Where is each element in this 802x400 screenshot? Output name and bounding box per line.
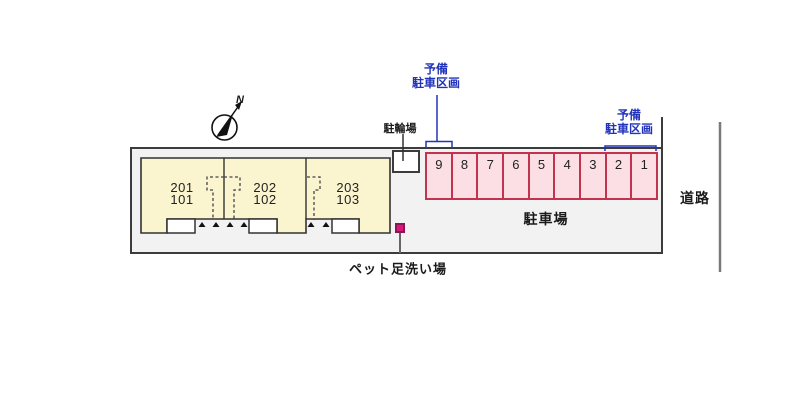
pet-foot-wash-label: ペット足洗い場: [348, 261, 448, 277]
parking-stall-2: 2: [604, 154, 631, 198]
room-label-202-102: 202 102: [253, 180, 277, 207]
parking-stall-5: 5: [527, 154, 554, 198]
spare-parking-label-left: 予備 駐車区画: [412, 62, 460, 90]
compass-icon: [211, 101, 242, 141]
bicycle-parking-label: 駐輪場: [383, 123, 417, 135]
room-lower-number: 103: [336, 192, 360, 207]
stall-number: 6: [512, 157, 520, 172]
spare-label-line2: 駐車区画: [411, 76, 461, 90]
stall-number: 4: [563, 157, 571, 172]
spare-label-line1: 予備: [616, 108, 642, 122]
stall-number: 7: [486, 157, 494, 172]
stall-number: 8: [460, 157, 469, 172]
room-upper-number: 203: [336, 180, 360, 195]
parking-stall-row: 9 8 7 6 5 4 3 2 1: [425, 152, 658, 200]
stall-number: 5: [537, 157, 546, 172]
spare-label-line1: 予備: [423, 62, 449, 76]
parking-stall-4: 4: [553, 154, 579, 198]
pet-foot-wash-marker: [395, 223, 405, 233]
room-label-201-101: 201 101: [170, 180, 194, 207]
parking-stall-6: 6: [502, 154, 528, 198]
room-lower-number: 102: [253, 192, 277, 207]
parking-lot-label: 駐車場: [523, 211, 569, 227]
stall-number: 2: [614, 157, 623, 172]
spare-parking-label-right: 予備 駐車区画: [605, 108, 653, 136]
parking-stall-8: 8: [450, 154, 477, 198]
north-label: N: [236, 94, 244, 106]
spare-label-line2: 駐車区画: [604, 122, 654, 136]
parking-stall-1: 1: [630, 154, 656, 198]
road-label: 道路: [680, 190, 710, 206]
room-label-203-103: 203 103: [336, 180, 360, 207]
bicycle-parking-box: [392, 150, 420, 173]
stall-number: 9: [435, 157, 443, 172]
stall-number: 1: [640, 157, 648, 172]
room-upper-number: 201: [170, 180, 194, 195]
room-upper-number: 202: [253, 180, 277, 195]
parking-stall-3: 3: [579, 154, 605, 198]
stall-number: 3: [589, 157, 597, 172]
parking-stall-9: 9: [427, 154, 451, 198]
room-lower-number: 101: [170, 192, 194, 207]
parking-stall-7: 7: [476, 154, 502, 198]
